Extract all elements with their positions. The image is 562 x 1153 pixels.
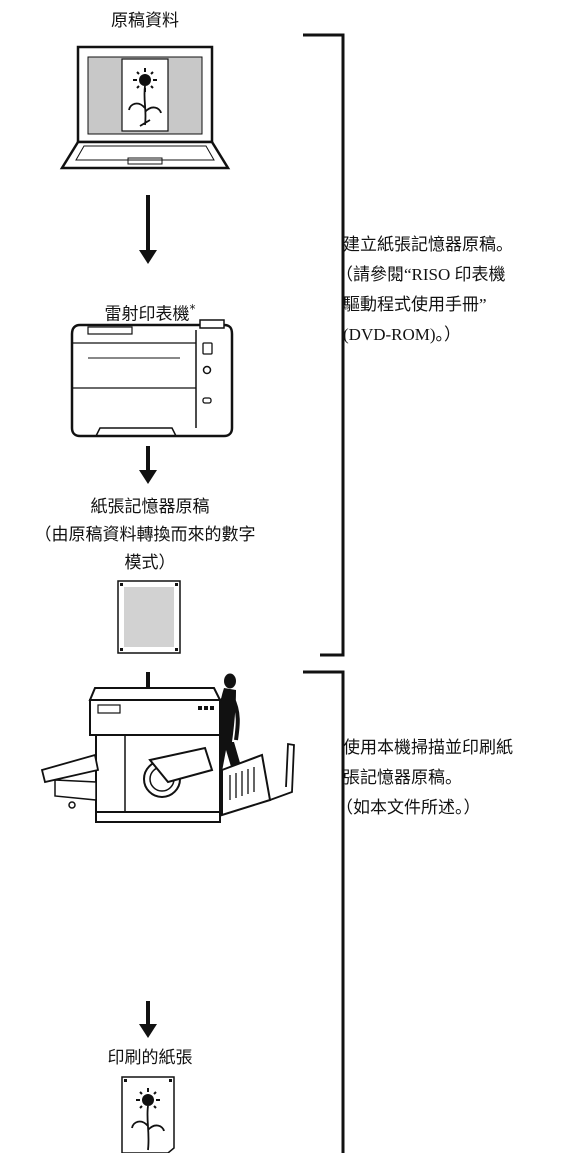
arrow-down-4 xyxy=(139,1001,157,1038)
laser-printer-icon xyxy=(70,319,234,438)
scan-desc-line-1: 使用本機掃描並印刷紙 xyxy=(343,738,513,757)
scan-bracket xyxy=(303,670,345,1153)
printed-paper-icon xyxy=(121,1076,175,1153)
printed-paper-label: 印刷的紙張 xyxy=(107,1048,193,1068)
laptop-icon xyxy=(59,45,231,170)
printing-machine-icon xyxy=(40,687,295,823)
arrow-down-1 xyxy=(139,195,157,264)
laser-printer-text: 雷射印表機 xyxy=(104,304,190,325)
paper-original-label: 紙張記憶器原稿 xyxy=(90,497,210,517)
create-desc-line-1: 建立紙張記憶器原稿。 xyxy=(343,235,513,254)
scan-desc-line-3: （如本文件所述。） xyxy=(336,798,481,817)
create-bracket xyxy=(303,33,345,657)
paper-original-icon xyxy=(117,580,181,654)
source-data-label: 原稿資料 xyxy=(111,11,179,31)
create-desc-line-4: (DVD-ROM)。） xyxy=(343,325,462,344)
paper-original-note-1: （由原稿資料轉換而來的數字 xyxy=(34,525,256,545)
scan-desc-line-2: 張記憶器原稿。 xyxy=(343,768,462,787)
footnote-mark: * xyxy=(189,302,196,316)
paper-original-note-2: 模式） xyxy=(124,553,176,573)
create-desc-line-3: 驅動程式使用手冊” xyxy=(343,295,487,314)
arrow-down-2 xyxy=(139,446,157,484)
create-desc-line-2: （請參閱“RISO 印表機 xyxy=(336,265,506,284)
laser-printer-label: 雷射印表機* xyxy=(60,296,240,328)
